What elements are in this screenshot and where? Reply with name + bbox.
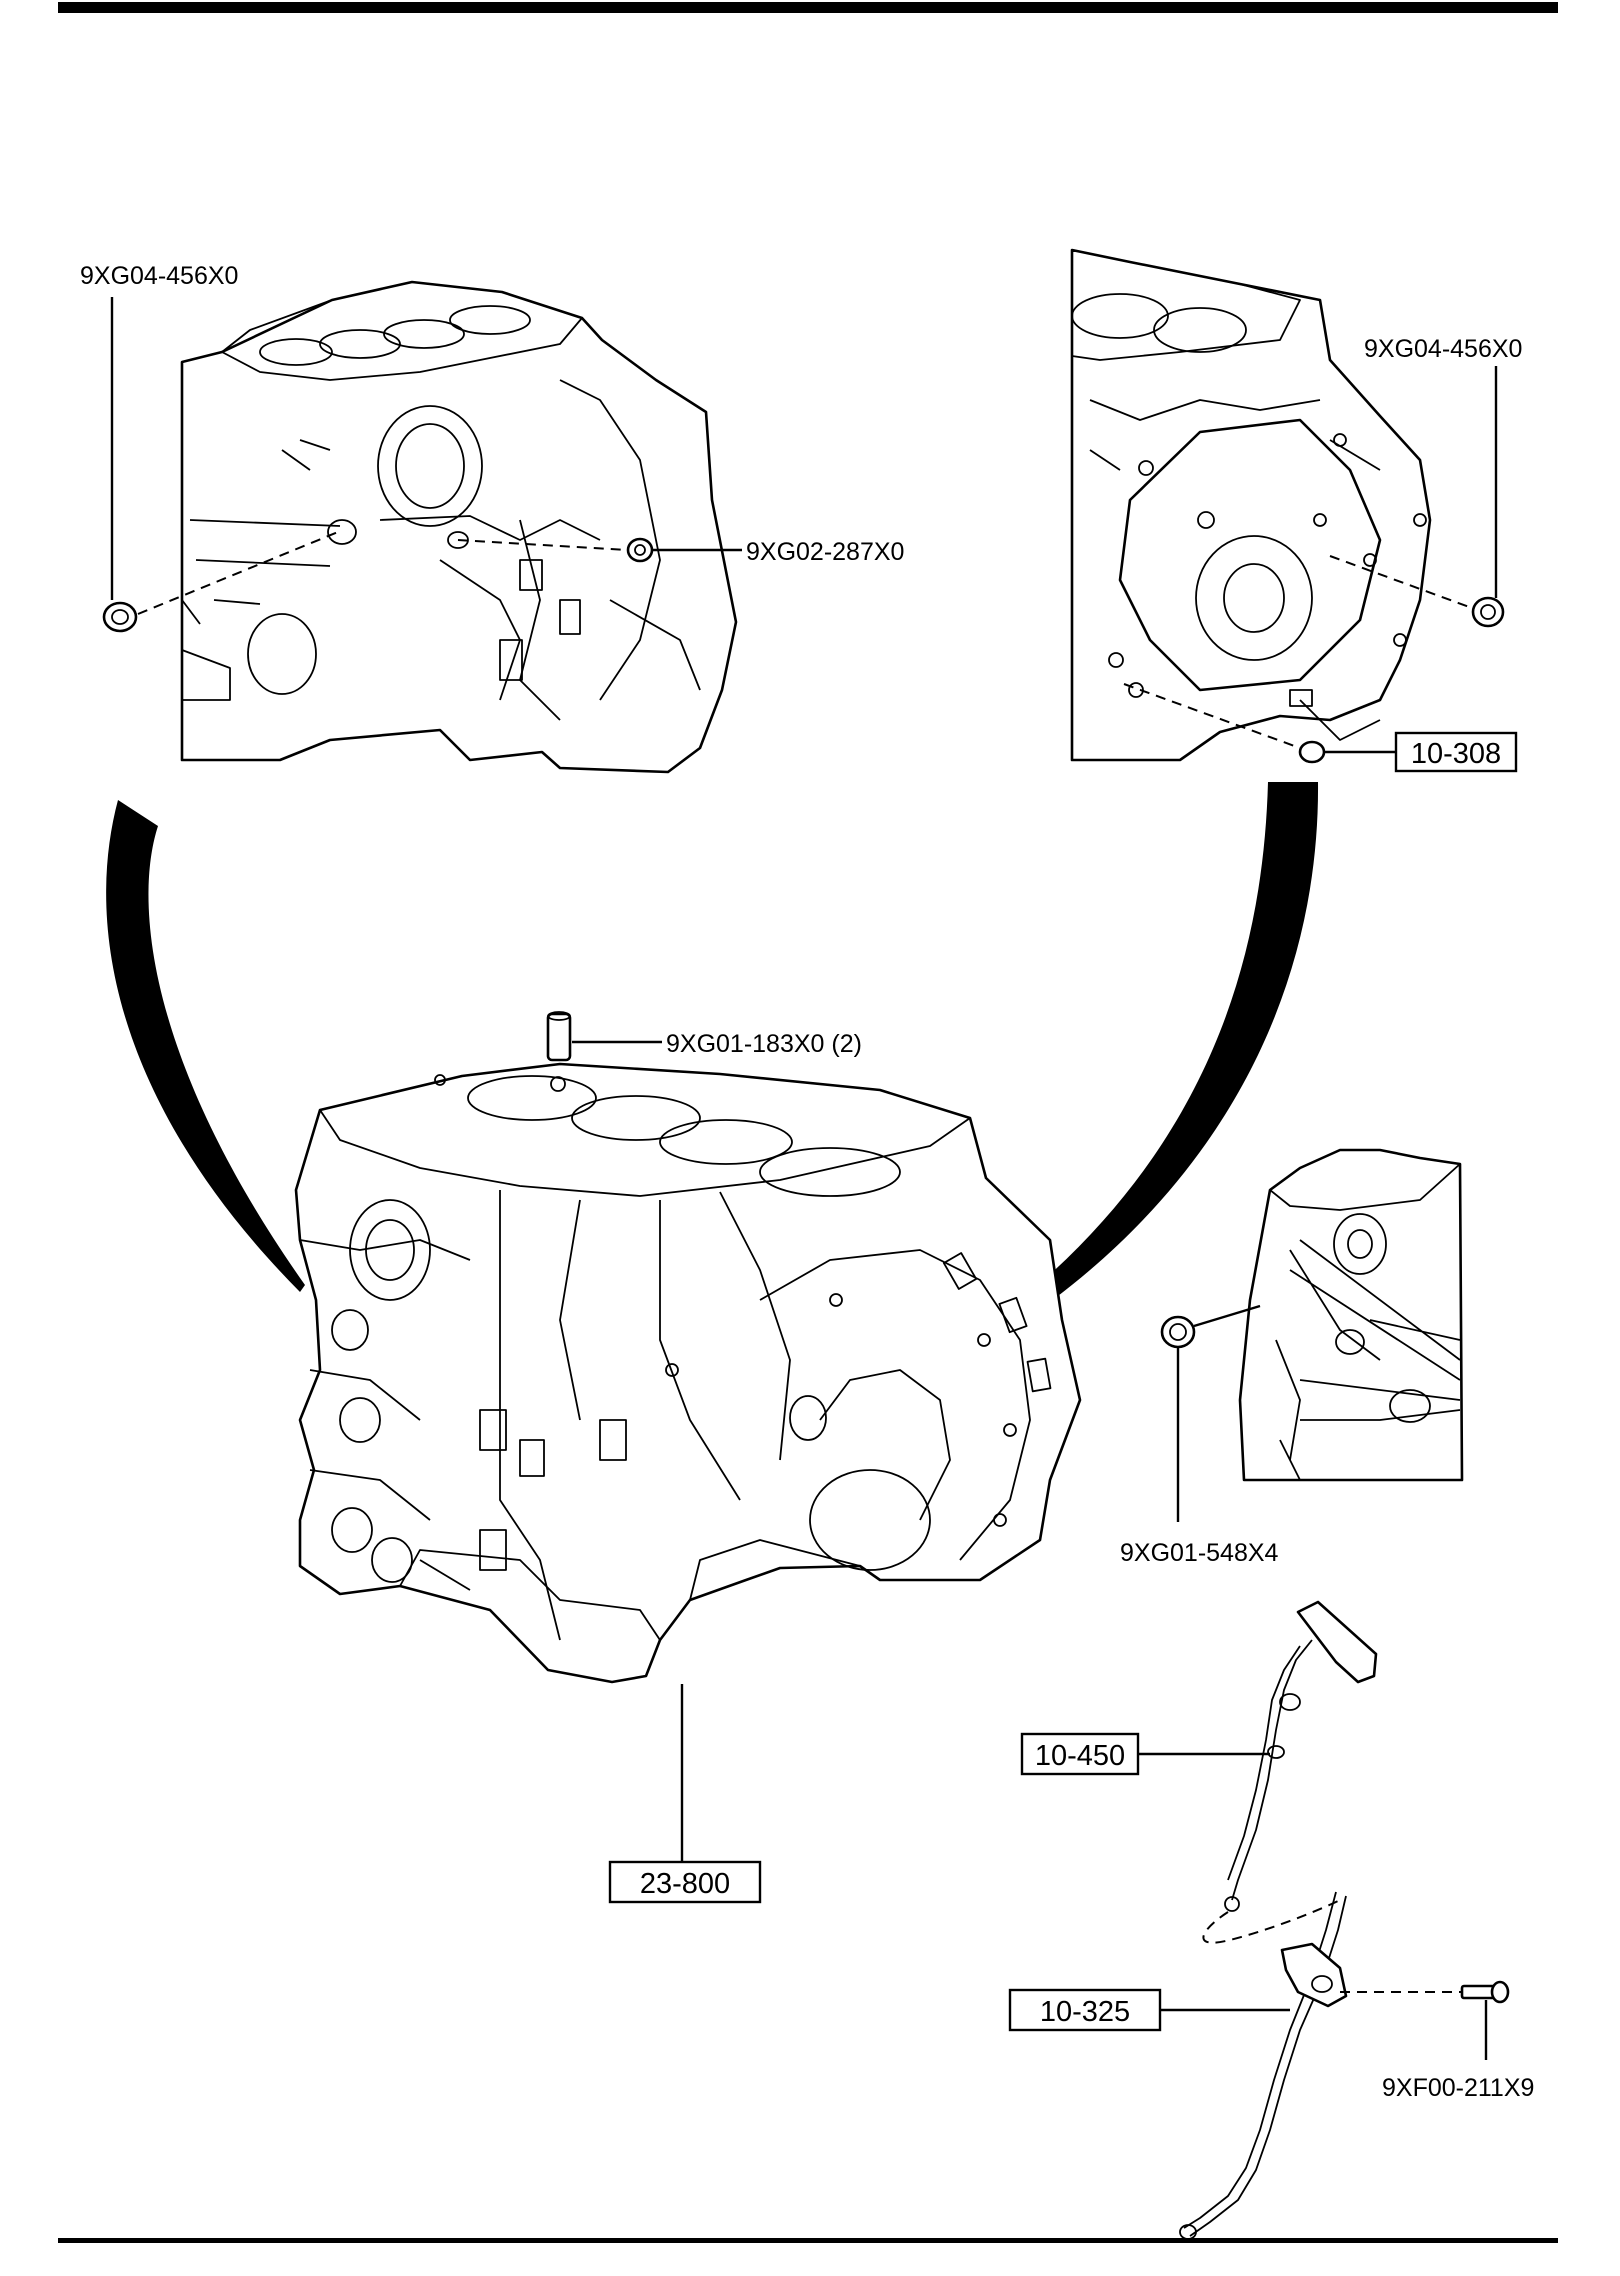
callout-dipstick-box: 10-450 <box>1035 1740 1125 1772</box>
top-left-block-detail <box>180 280 738 774</box>
top-left-pin-part <box>626 537 654 563</box>
callout-bolt: 9XF00-211X9 <box>1382 2074 1534 2102</box>
callout-guide-tube-box: 10-325 <box>1040 1996 1130 2028</box>
bottom-border <box>58 2238 1558 2243</box>
callout-side-plug: 9XG01-548X4 <box>1120 1539 1279 1567</box>
callout-top-left-pin: 9XG02-287X0 <box>746 538 904 566</box>
callout-dowel-pin: 9XG01-183X0 (2) <box>666 1030 862 1058</box>
top-right-plug-part <box>1471 596 1505 628</box>
callout-top-right-plug: 9XG04-456X0 <box>1364 335 1522 363</box>
part-box-10-308 <box>1394 731 1518 773</box>
bolt-part <box>1460 1980 1510 2004</box>
main-cylinder-block <box>294 1062 1082 1684</box>
callout-top-right-box: 10-308 <box>1411 738 1501 770</box>
callout-cylinder-block-box: 23-800 <box>640 1868 730 1900</box>
top-border <box>58 2 1558 13</box>
top-right-small-plug-part <box>1298 740 1326 764</box>
part-box-23-800 <box>608 1860 762 1904</box>
guide-tube-part <box>1179 1891 1348 2240</box>
part-box-10-325 <box>1008 1988 1162 2032</box>
part-box-10-450 <box>1020 1732 1140 1776</box>
left-connector-arc <box>106 800 305 1292</box>
top-left-plug-part <box>102 601 138 633</box>
callout-top-left-plug: 9XG04-456X0 <box>80 262 238 290</box>
dipstick-part <box>1224 1600 1378 1912</box>
side-block-detail <box>1238 1148 1464 1482</box>
dowel-pin-part <box>546 1011 572 1062</box>
right-connector-arc <box>920 782 1319 1380</box>
top-right-block-detail <box>1070 248 1432 762</box>
side-plug-part <box>1160 1315 1196 1349</box>
